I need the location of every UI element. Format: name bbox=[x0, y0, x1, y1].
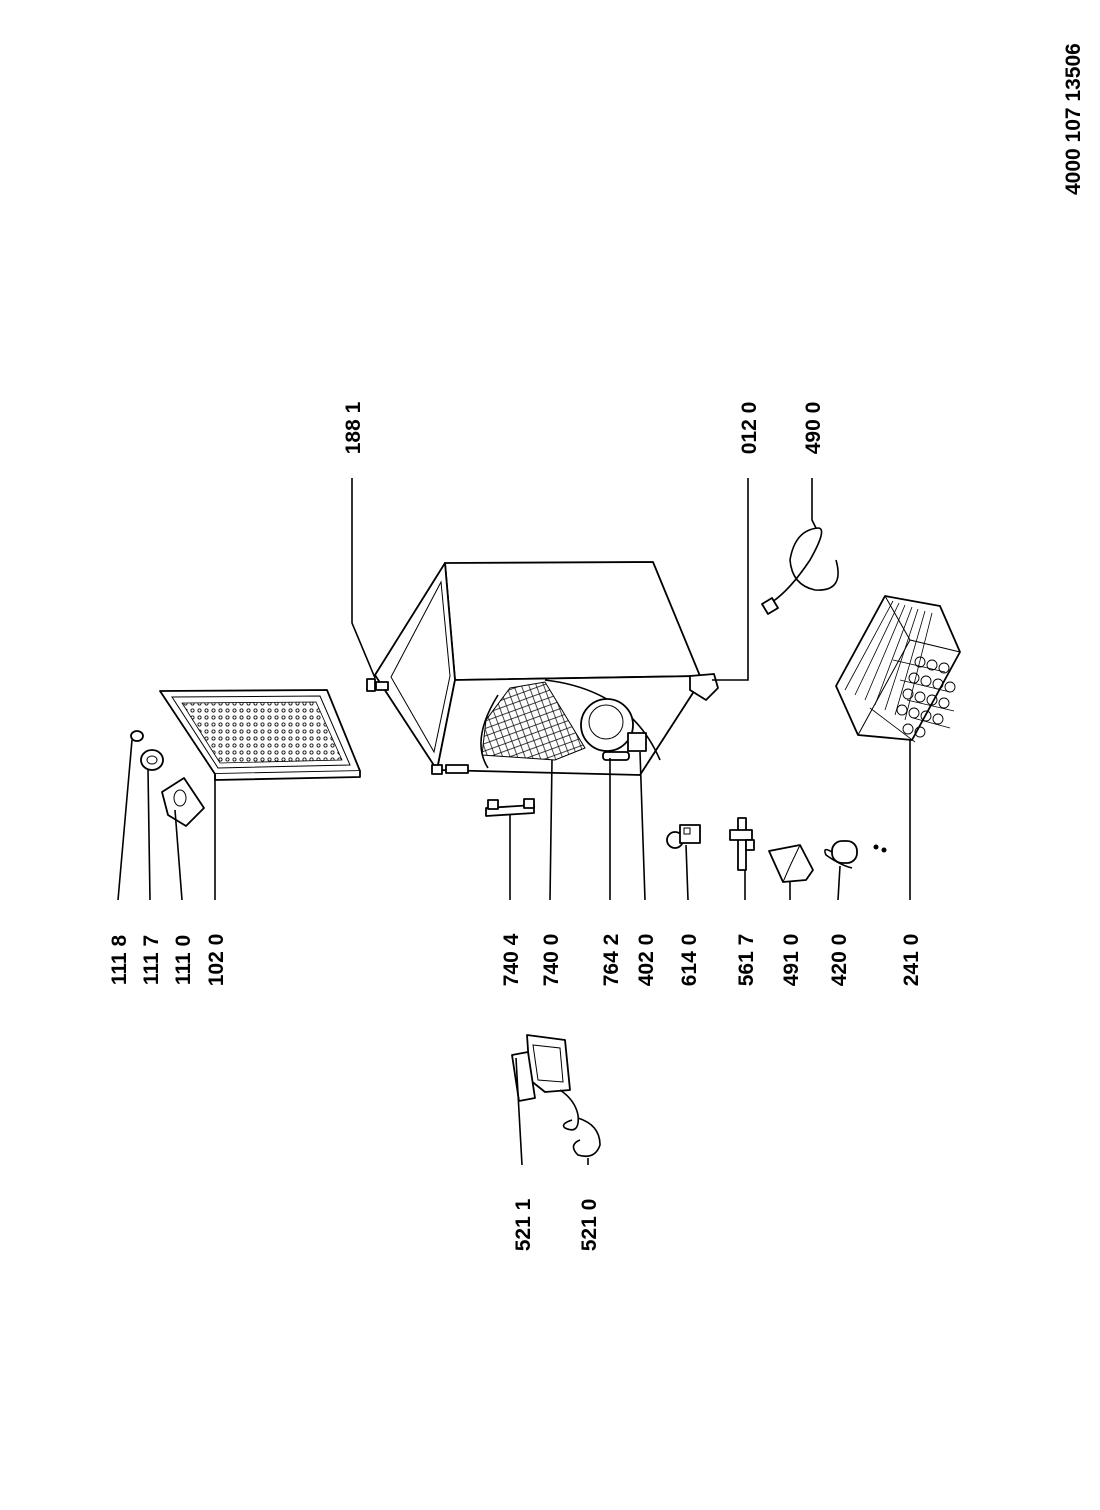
storage-basket bbox=[835, 595, 961, 743]
power-cord bbox=[761, 527, 839, 615]
label-402-0: 402 0 bbox=[635, 934, 658, 987]
lid-gasket-mesh bbox=[181, 701, 343, 764]
control-panel-bezel bbox=[161, 777, 205, 827]
label-490-0: 490 0 bbox=[802, 402, 825, 455]
label-111-8: 111 8 bbox=[108, 935, 131, 986]
freezer-cabinet bbox=[366, 561, 719, 776]
base-strip bbox=[485, 798, 535, 817]
label-188-1: 188 1 bbox=[342, 401, 365, 454]
label-241-0: 241 0 bbox=[900, 934, 923, 987]
label-491-0: 491 0 bbox=[780, 934, 803, 987]
relay bbox=[666, 824, 701, 849]
label-102-0: 102 0 bbox=[205, 934, 228, 987]
mounting-bracket bbox=[768, 844, 814, 883]
label-420-0: 420 0 bbox=[828, 934, 851, 987]
screws bbox=[873, 844, 887, 853]
label-111-7: 111 7 bbox=[140, 935, 163, 985]
lid-assembly bbox=[159, 689, 361, 781]
label-012-0: 012 0 bbox=[738, 402, 761, 455]
label-614-0: 614 0 bbox=[678, 934, 701, 987]
label-740-4: 740 4 bbox=[500, 933, 523, 986]
label-521-0: 521 0 bbox=[578, 1199, 601, 1252]
cabinet-foot-front bbox=[431, 764, 443, 775]
dryer-filter bbox=[602, 751, 630, 761]
thermostat bbox=[729, 817, 755, 871]
part-labels: 111 8 111 7 111 0 102 0 740 4 740 0 764 … bbox=[108, 401, 923, 1251]
condenser-grille bbox=[481, 681, 586, 761]
hinge-bracket bbox=[689, 673, 719, 701]
label-740-0: 740 0 bbox=[540, 934, 563, 987]
leader-lines bbox=[117, 478, 911, 1166]
label-764-2: 764 2 bbox=[600, 934, 623, 987]
cabinet-foot-rear bbox=[366, 678, 376, 692]
document-code: 4000 107 13506 bbox=[1062, 43, 1085, 195]
label-561-7: 561 7 bbox=[735, 934, 758, 987]
capacitor bbox=[824, 840, 858, 869]
light-housing bbox=[526, 1034, 601, 1158]
control-knob bbox=[140, 749, 164, 771]
knob-cap bbox=[130, 730, 144, 742]
label-111-0: 111 0 bbox=[172, 935, 195, 985]
label-521-1: 521 1 bbox=[512, 1198, 535, 1251]
